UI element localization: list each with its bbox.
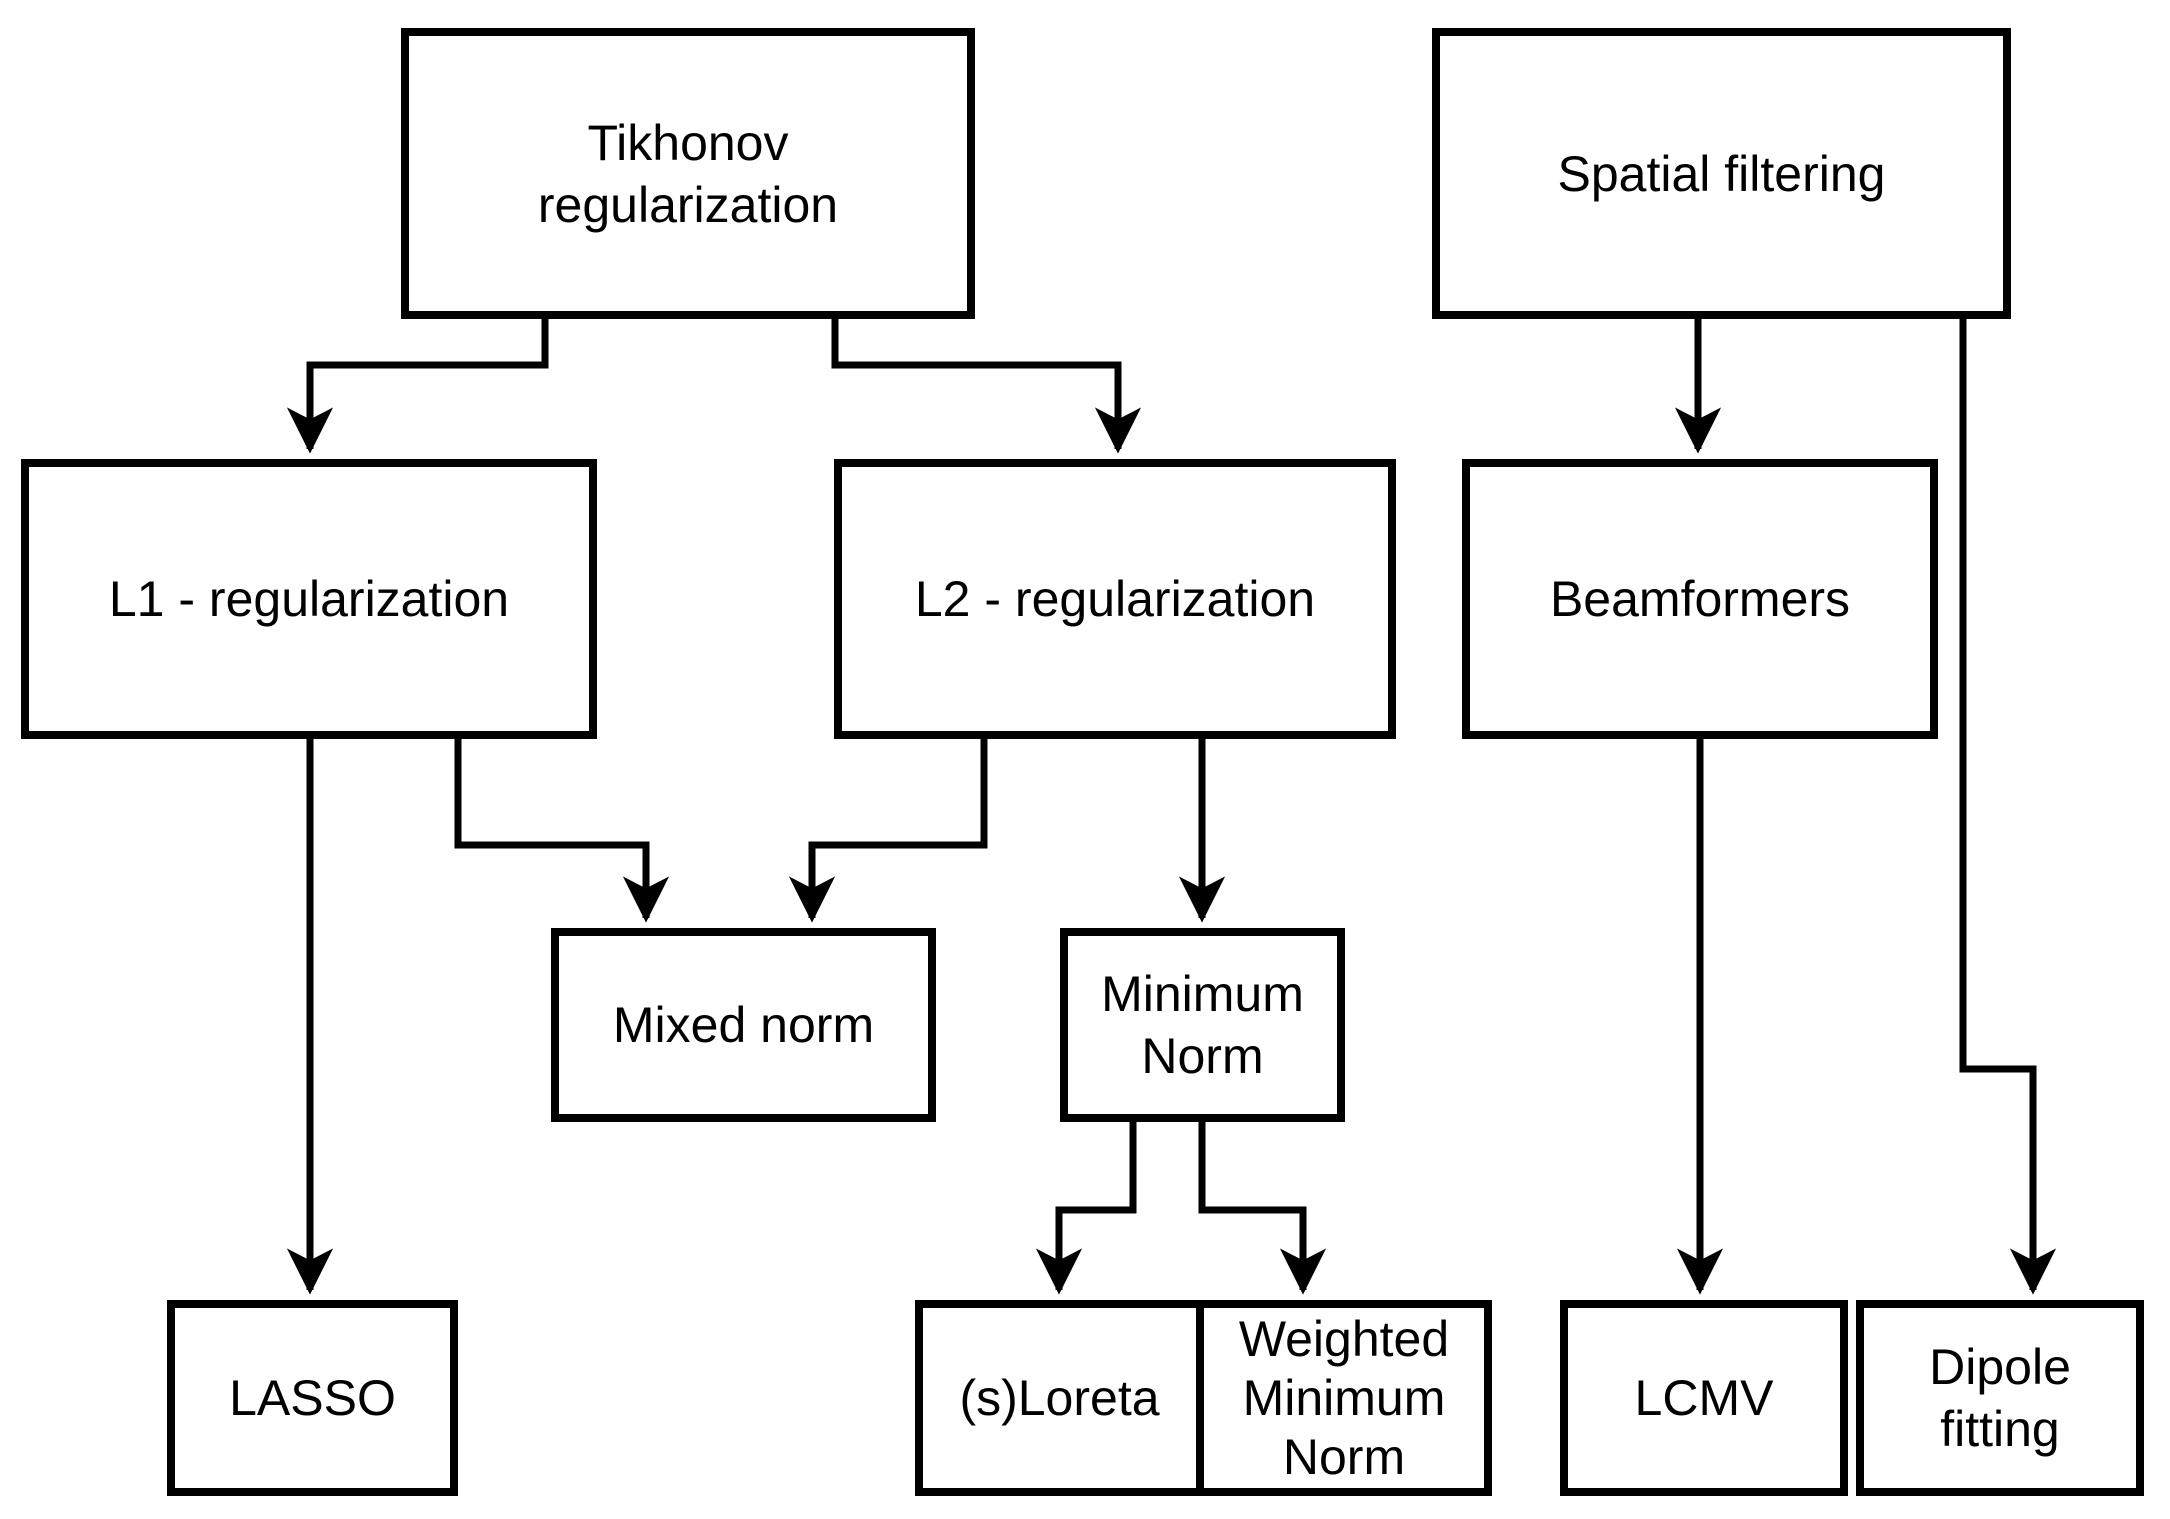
edge-tikhonov-to-l2 bbox=[831, 319, 1142, 454]
node-weighted-minimum-norm: Weighted Minimum Norm bbox=[1196, 1300, 1492, 1496]
edge-minimum-norm-to-wmn bbox=[1198, 1122, 1327, 1295]
edge-l2-to-mixed-norm bbox=[788, 739, 988, 923]
node-dipole-fitting-label: Dipole fitting bbox=[1929, 1339, 2071, 1457]
edge-l1-to-mixed-norm bbox=[454, 739, 670, 923]
node-sloreta: (s)Loreta bbox=[915, 1300, 1204, 1496]
node-minimum-norm: Minimum Norm bbox=[1060, 928, 1345, 1122]
node-l1-regularization: L1 - regularization bbox=[21, 459, 597, 739]
node-beamformers: Beamformers bbox=[1462, 459, 1938, 739]
node-spatial-filtering: Spatial filtering bbox=[1432, 28, 2011, 319]
node-beamformers-label: Beamformers bbox=[1549, 571, 1851, 627]
node-mixed-norm-label: Mixed norm bbox=[612, 997, 875, 1053]
node-mixed-norm: Mixed norm bbox=[551, 928, 936, 1122]
node-lcmv: LCMV bbox=[1560, 1300, 1848, 1496]
node-tikhonov-regularization: Tikhonov regularization bbox=[401, 28, 975, 319]
node-l2-regularization: L2 - regularization bbox=[834, 459, 1396, 739]
edge-tikhonov-to-l1 bbox=[286, 319, 549, 454]
node-weighted-minimum-norm-label: Weighted Minimum Norm bbox=[1238, 1310, 1450, 1485]
node-l2-regularization-label: L2 - regularization bbox=[914, 571, 1316, 627]
node-dipole-fitting: Dipole fitting bbox=[1856, 1300, 2144, 1496]
edge-minimum-norm-to-sloreta bbox=[1035, 1122, 1137, 1295]
node-lcmv-label: LCMV bbox=[1634, 1370, 1774, 1426]
node-spatial-filtering-label: Spatial filtering bbox=[1557, 145, 1886, 202]
node-lasso: LASSO bbox=[167, 1300, 458, 1496]
node-minimum-norm-label: Minimum Norm bbox=[1101, 966, 1304, 1084]
node-lasso-label: LASSO bbox=[229, 1370, 396, 1426]
node-sloreta-label: (s)Loreta bbox=[959, 1370, 1160, 1426]
node-tikhonov-regularization-label: Tikhonov regularization bbox=[537, 114, 839, 233]
node-l1-regularization-label: L1 - regularization bbox=[108, 571, 510, 627]
edge-spatial-to-dipole bbox=[1959, 319, 2057, 1295]
